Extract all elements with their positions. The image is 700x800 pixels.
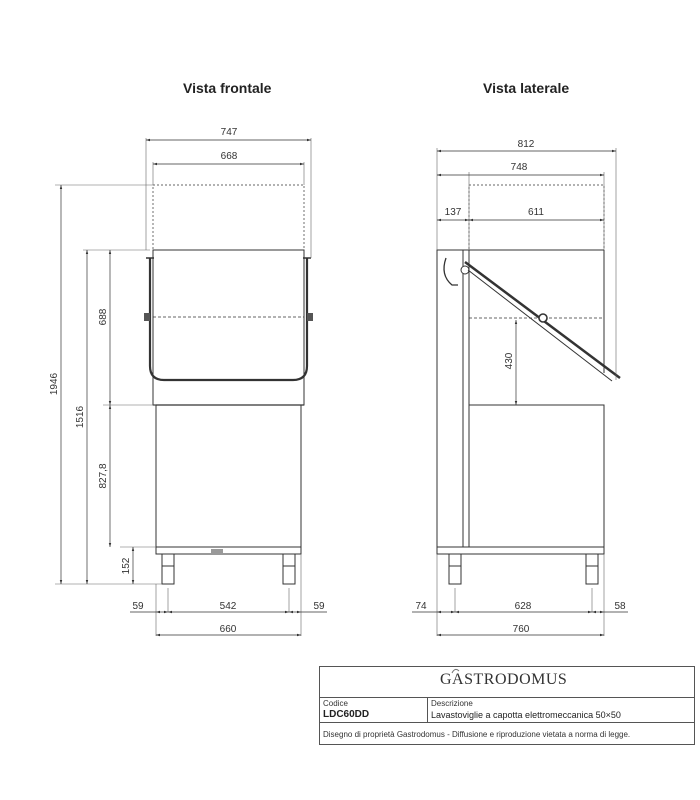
side-frame <box>436 249 470 548</box>
front-body <box>155 404 302 548</box>
front-handle <box>148 258 309 382</box>
dim-front-59-right: 59 <box>313 601 325 612</box>
side-foot-front <box>585 553 599 585</box>
dim-side-628: 628 <box>515 601 532 612</box>
dim-front-59-left: 59 <box>132 601 144 612</box>
front-foot-left <box>161 553 175 585</box>
technical-drawing: 747 668 1946 1516 688 827,8 152 59 542 5… <box>49 127 628 637</box>
dim-side-611: 611 <box>528 207 544 218</box>
dim-front-668: 668 <box>221 151 238 162</box>
dim-side-430: 430 <box>504 352 515 369</box>
title-block-row: Codice LDC60DD Descrizione Lavastoviglie… <box>320 698 694 723</box>
front-open-hood-outline <box>152 184 305 251</box>
side-base <box>436 546 605 555</box>
dim-front-660: 660 <box>220 624 237 635</box>
dim-front-827: 827,8 <box>98 463 109 488</box>
front-view <box>144 184 313 585</box>
codice-value: LDC60DD <box>323 709 370 720</box>
codice-cell: Codice LDC60DD <box>320 698 428 722</box>
side-body <box>468 404 605 548</box>
dim-front-1516: 1516 <box>75 405 86 428</box>
codice-label: Codice <box>323 699 348 708</box>
descrizione-cell: Descrizione Lavastoviglie a capotta elet… <box>428 698 694 722</box>
dim-side-748: 748 <box>511 162 528 173</box>
descrizione-value: Lavastoviglie a capotta elettromeccanica… <box>431 710 621 720</box>
side-view-title: Vista laterale <box>483 80 570 96</box>
dim-side-58: 58 <box>614 601 626 612</box>
dim-side-74: 74 <box>415 601 427 612</box>
side-view <box>436 184 621 585</box>
side-foot-rear <box>448 553 462 585</box>
dim-front-747: 747 <box>221 127 238 138</box>
brand-logo: GASTRODOMUS <box>440 671 568 688</box>
logo-swirl-icon <box>451 668 460 674</box>
dim-front-1946: 1946 <box>49 372 60 395</box>
front-view-title: Vista frontale <box>183 80 272 96</box>
title-block-brand: GASTRODOMUS <box>320 667 694 698</box>
dim-front-542: 542 <box>220 601 237 612</box>
dim-side-137: 137 <box>445 207 462 218</box>
dim-front-152: 152 <box>121 557 132 574</box>
title-block-footer: Disegno di proprietà Gastrodomus - Diffu… <box>323 730 631 739</box>
front-base <box>155 546 302 555</box>
dim-side-760: 760 <box>513 624 530 635</box>
dim-side-812: 812 <box>518 139 535 150</box>
front-foot-right <box>282 553 296 585</box>
title-block: GASTRODOMUS Codice LDC60DD Descrizione L… <box>319 666 695 745</box>
front-hood <box>152 249 305 406</box>
descrizione-label: Descrizione <box>431 699 473 708</box>
dim-front-688: 688 <box>98 308 109 325</box>
